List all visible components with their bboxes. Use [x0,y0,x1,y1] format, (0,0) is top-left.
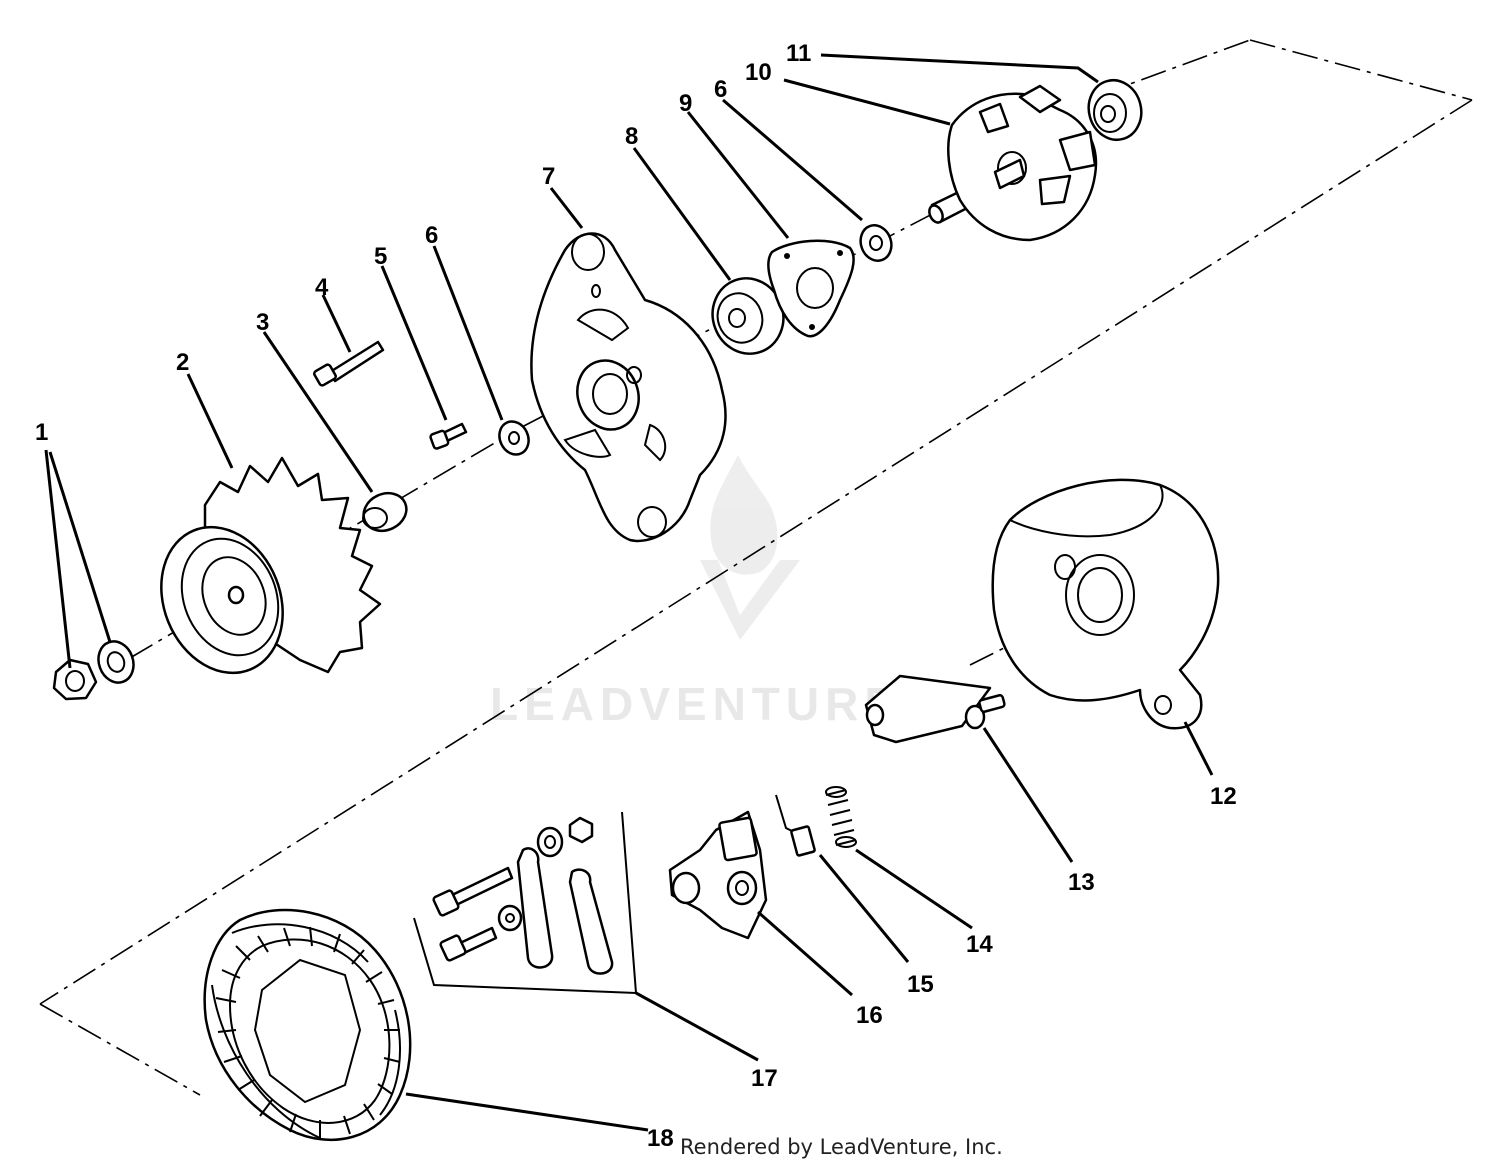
terminal-kit-part-17 [413,811,638,995]
callout-6-front: 6 [425,222,438,249]
washer-part-6-rear [859,224,893,262]
stator-part-18 [203,908,412,1142]
bearing-part-8 [711,277,785,355]
retainer-plate-part-9 [767,239,855,338]
callout-labels: 1 2 3 4 5 6 7 8 9 6 10 11 12 13 14 15 16… [35,40,1237,1152]
callout-13: 13 [1068,869,1095,896]
brush-part-15 [775,794,816,857]
callout-6-rear: 6 [714,76,727,103]
leadventure-watermark: LEADVENTURE [490,455,901,730]
callout-15: 15 [907,971,934,998]
callout-2: 2 [176,349,189,376]
callout-1: 1 [35,419,48,446]
callout-18: 18 [647,1125,674,1152]
pulley-fan-part-2 [160,456,382,675]
render-credit: Rendered by LeadVenture, Inc. [680,1135,1003,1159]
callout-9: 9 [679,90,692,117]
brush-spring-part-14 [825,786,857,848]
rotor-part-10 [928,84,1098,242]
through-bolt-part-4 [313,340,385,387]
washer-part-6-front [498,420,530,456]
callout-5: 5 [374,243,387,270]
callout-12: 12 [1210,783,1237,810]
rear-bearing-part-11 [1087,79,1143,141]
callout-4: 4 [315,274,329,301]
callout-14: 14 [966,931,993,958]
rear-housing-part-12 [991,478,1220,730]
front-housing-part-7 [530,232,727,543]
callout-7: 7 [542,163,555,190]
leader-lines [44,53,1214,1132]
callout-8: 8 [625,123,638,150]
screw-part-5 [429,422,468,450]
callout-17: 17 [751,1065,778,1092]
callout-16: 16 [856,1002,883,1029]
brush-holder-part-16 [668,810,768,940]
callout-3: 3 [256,309,269,336]
regulator-part-13 [864,674,1006,744]
nut-and-washer-part-1 [52,640,135,701]
callout-11: 11 [786,40,811,67]
spacer-part-3 [362,491,408,533]
watermark-text: LEADVENTURE [490,678,901,730]
callout-10: 10 [745,59,772,86]
